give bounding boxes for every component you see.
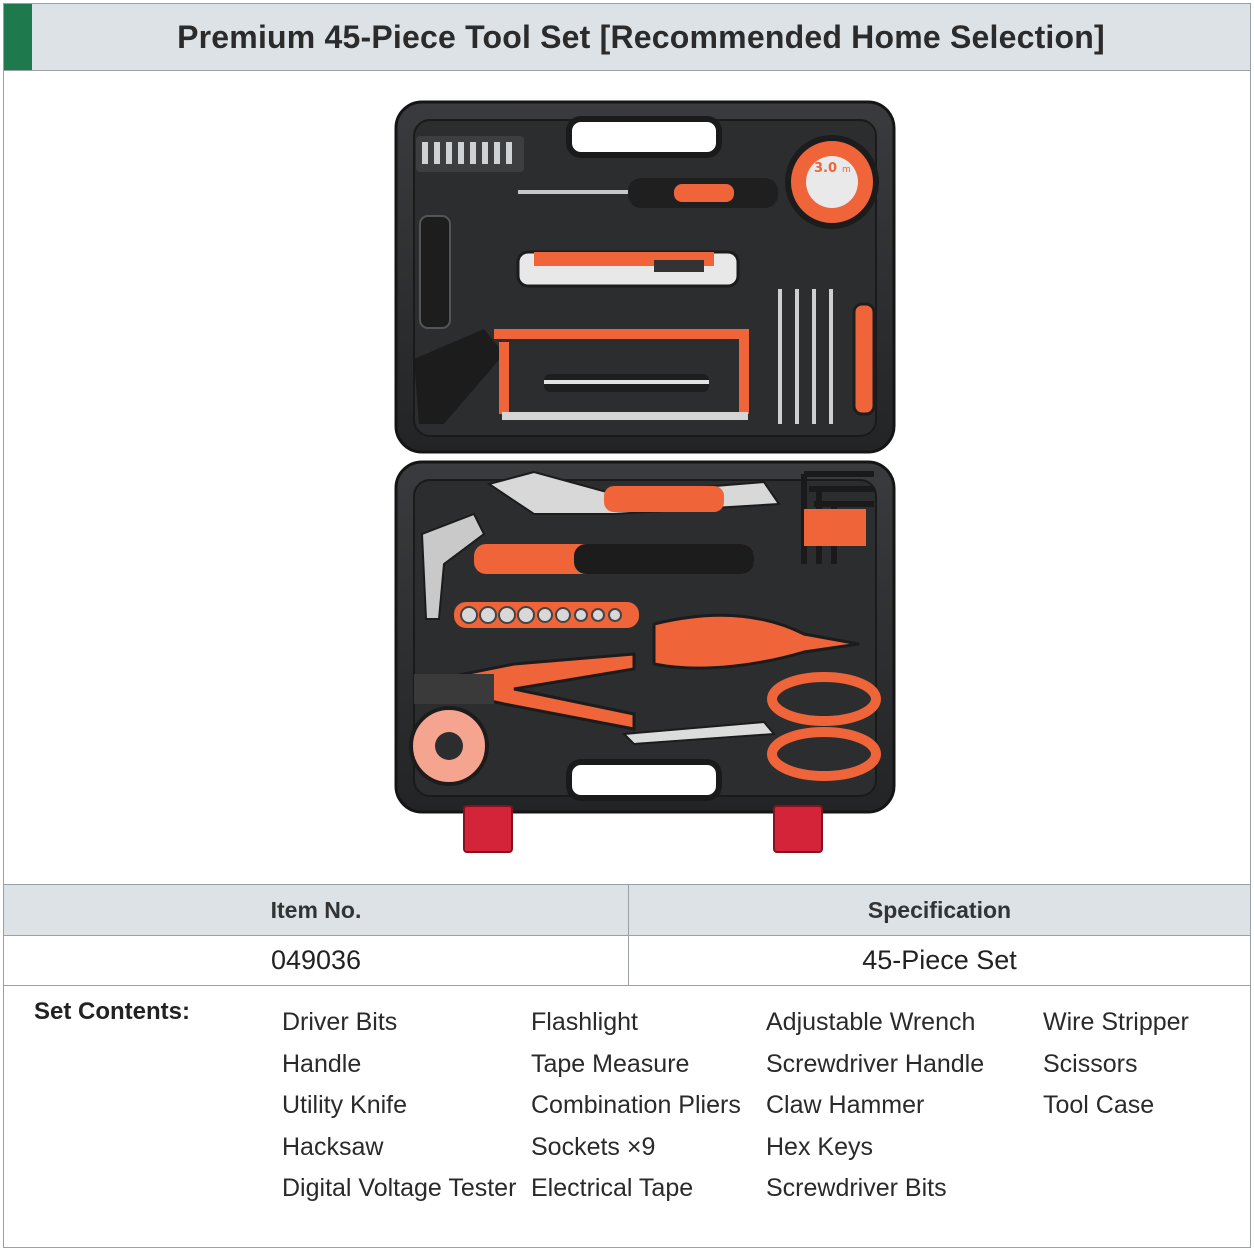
page-title: Premium 45-Piece Tool Set [Recommended H…	[177, 19, 1105, 55]
title-accent-bar	[4, 4, 32, 70]
list-item: Scissors	[1043, 1049, 1138, 1078]
list-item: Screwdriver Bits	[766, 1174, 947, 1202]
list-item: Driver Bits	[282, 1008, 398, 1036]
list-item: Claw Hammer	[766, 1091, 925, 1119]
list-item: Hacksaw	[282, 1132, 384, 1161]
specification-value: 45-Piece Set	[862, 945, 1017, 975]
list-item: Wire Stripper	[1043, 1008, 1189, 1036]
contents-column-2: Flashlight Tape Measure Combination Plie…	[531, 1002, 741, 1210]
list-item: Tool Case	[1043, 1091, 1155, 1119]
item-no-value: 049036	[270, 945, 362, 975]
list-item: Sockets ×9	[531, 1132, 656, 1161]
spec-table-header-row	[4, 885, 1250, 936]
spec-table: Item No. Specification 049036 45-Piece S…	[4, 884, 1250, 986]
set-contents-label: Set Contents:	[34, 998, 190, 1025]
spec-sheet: Premium 45-Piece Tool Set [Recommended H…	[3, 3, 1251, 1248]
list-item: Combination Pliers	[531, 1091, 741, 1119]
item-no-header: Item No.	[270, 897, 362, 923]
list-item: Utility Knife	[282, 1091, 408, 1119]
contents-column-4: Wire Stripper Scissors Tool Case	[1043, 1002, 1189, 1127]
list-item: Electrical Tape	[531, 1174, 694, 1202]
list-item: Adjustable Wrench	[766, 1008, 976, 1036]
list-item: Handle	[282, 1049, 362, 1078]
list-item: Flashlight	[531, 1008, 638, 1036]
title-bar: Premium 45-Piece Tool Set [Recommended H…	[4, 4, 1250, 71]
list-item: Hex Keys	[766, 1132, 873, 1161]
list-item: Tape Measure	[531, 1049, 690, 1078]
list-item: Screwdriver Handle	[766, 1049, 985, 1078]
tool-case-image: 3.0 m	[394, 100, 896, 853]
tape-measure-unit: m	[842, 165, 851, 175]
table-column-divider	[628, 885, 629, 985]
list-item: Digital Voltage Tester	[282, 1174, 517, 1202]
contents-column-3: Adjustable Wrench Screwdriver Handle Cla…	[766, 1002, 984, 1210]
tape-measure-label: 3.0	[814, 161, 837, 176]
specification-header: Specification	[867, 897, 1012, 923]
contents-column-1: Driver Bits Handle Utility Knife Hacksaw…	[282, 1002, 516, 1210]
